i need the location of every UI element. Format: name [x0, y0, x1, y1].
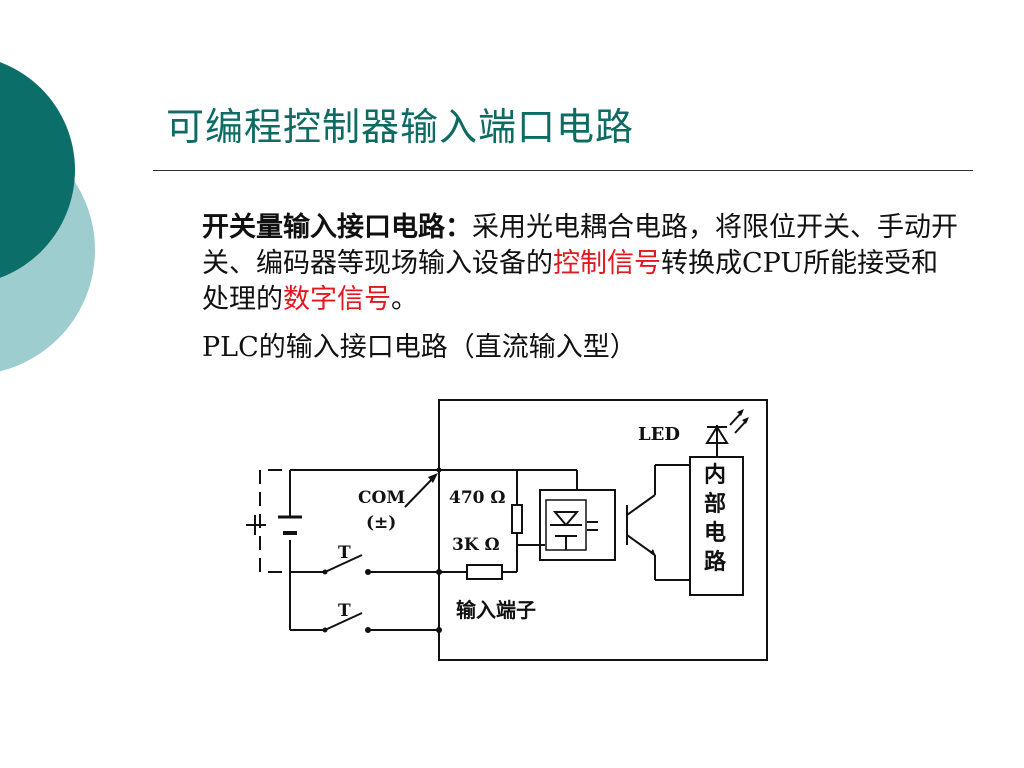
internal-circuit-char-1: 内: [704, 462, 726, 488]
switch-2-blade: [324, 612, 363, 631]
optocoupler: [539, 489, 616, 561]
highlight-control-signal: 控制信号: [553, 248, 661, 279]
com-label: COM: [358, 488, 405, 508]
second-paragraph: PLC的输入接口电路（直流输入型）: [202, 332, 637, 363]
plc-enclosure: [438, 399, 768, 661]
lead-text: 开关量输入接口电路：: [202, 212, 472, 243]
switch-1-blade: [324, 554, 363, 573]
resistor-3k-label: 3K Ω: [452, 535, 500, 555]
internal-circuit-char-4: 路: [704, 549, 727, 575]
input-terminal-label: 输入端子: [456, 598, 536, 622]
slide-title: 可编程控制器输入端口电路: [166, 105, 635, 149]
resistor-470: [511, 504, 523, 534]
switch-1-label: T: [338, 543, 351, 563]
body-text-end: 。: [391, 284, 418, 315]
resistor-470-label: 470 Ω: [449, 488, 506, 508]
internal-circuit-char-3: 电: [704, 520, 726, 546]
com-sign-label: (±): [366, 513, 396, 533]
body-text-b: 转换成CPU所能接受和处理的: [202, 248, 939, 315]
switch-2-label: T: [338, 601, 351, 621]
resistor-3k: [466, 564, 503, 580]
input-circuit-diagram: LED COM (±) 470 Ω 3K Ω T T 输入端子 内 部 电 路: [246, 399, 768, 661]
dark-teal-circle: [0, 62, 75, 278]
body-text-a: 采用光电耦合电路，将限位开关、手动开关、编码器等现场输入设备的: [202, 212, 958, 279]
decorative-circles: [0, 62, 95, 372]
body-paragraph: 开关量输入接口电路：采用光电耦合电路，将限位开关、手动开关、编码器等现场输入设备…: [202, 210, 962, 318]
led-label: LED: [638, 424, 680, 445]
battery-frame: [259, 469, 282, 573]
title-divider: [153, 170, 973, 171]
highlight-digital-signal: 数字信号: [283, 284, 391, 315]
internal-circuit-char-2: 部: [704, 491, 726, 517]
